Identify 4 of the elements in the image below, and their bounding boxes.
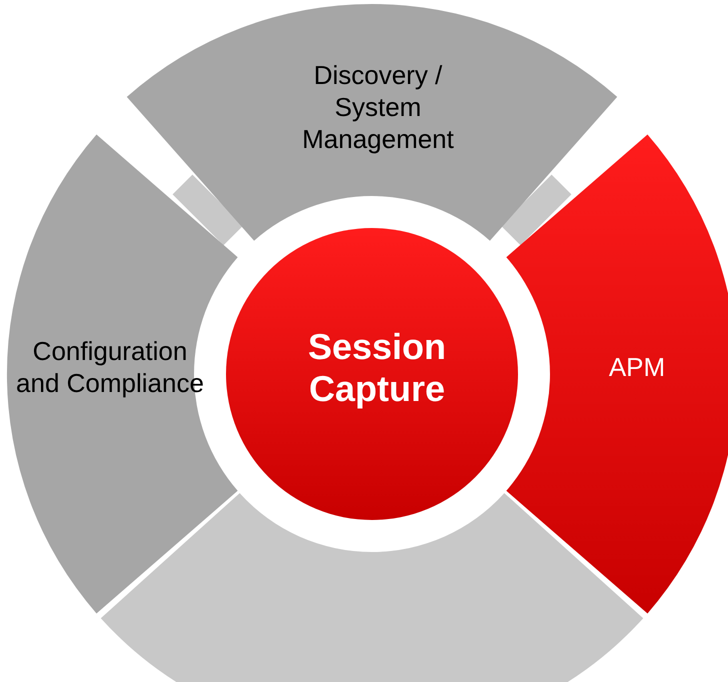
segment-label: APM	[608, 351, 666, 383]
center-label: Session Capture	[306, 326, 448, 410]
segment-label: Configuration and Compliance	[15, 335, 205, 399]
segment-label: Discovery / System Management	[301, 59, 455, 155]
